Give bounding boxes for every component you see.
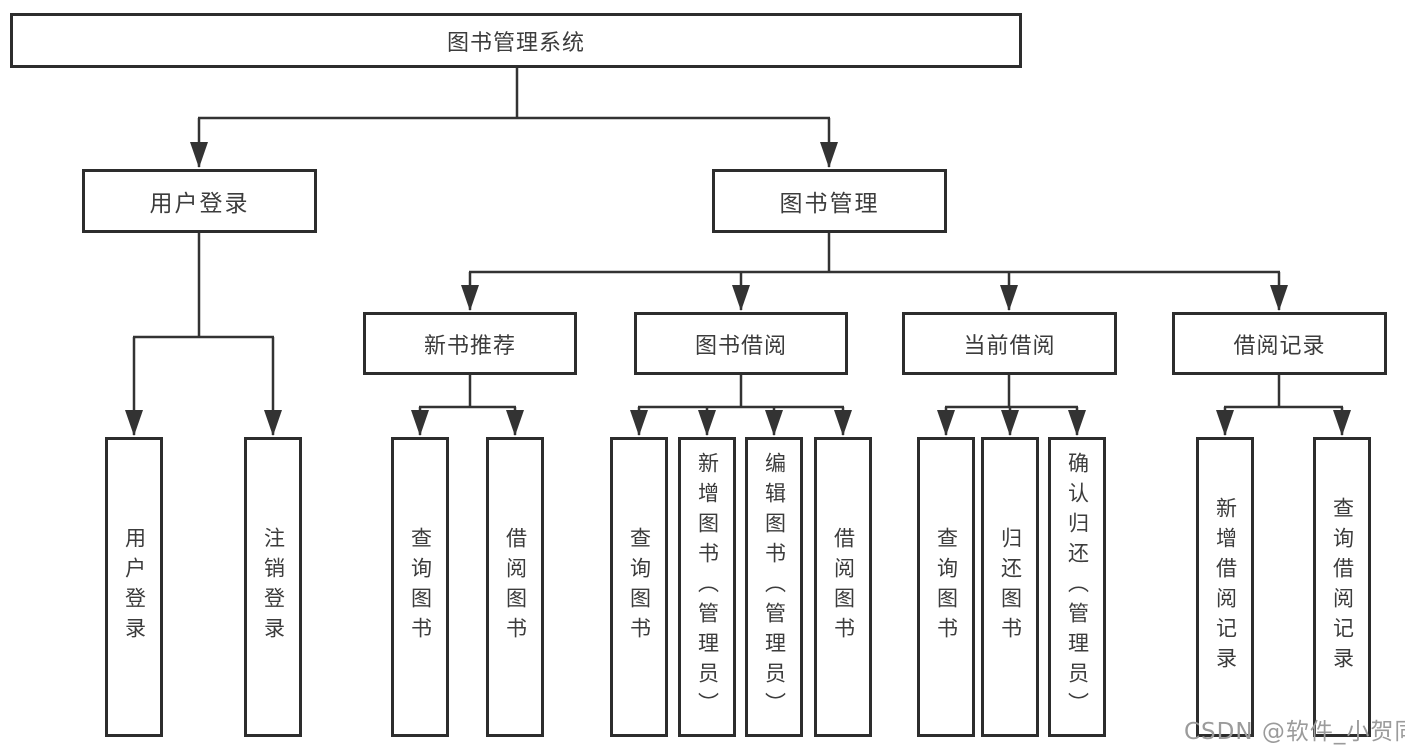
node-label: 图书借阅 bbox=[694, 333, 787, 359]
node-book-management: 图书管理 bbox=[712, 169, 947, 233]
node-new-book-recommend: 新书推荐 bbox=[363, 312, 577, 375]
node-label: 确认归还（管理员） bbox=[1065, 452, 1090, 722]
node-label: 查询图书 bbox=[408, 527, 433, 647]
node-label: 编辑图书（管理员） bbox=[762, 452, 787, 722]
node-label: 图书管理系统 bbox=[446, 30, 585, 56]
node-label: 借阅图书 bbox=[503, 527, 528, 647]
node-current-borrow: 当前借阅 bbox=[902, 312, 1117, 375]
node-book-borrow: 图书借阅 bbox=[634, 312, 848, 375]
node-label: 当前借阅 bbox=[963, 333, 1056, 359]
leaf-query-books-1: 查询图书 bbox=[391, 437, 449, 737]
node-label: 查询借阅记录 bbox=[1330, 497, 1355, 677]
leaf-query-books-2: 查询图书 bbox=[610, 437, 668, 737]
leaf-edit-books-admin: 编辑图书（管理员） bbox=[745, 437, 803, 737]
leaf-confirm-return-admin: 确认归还（管理员） bbox=[1048, 437, 1106, 737]
leaf-borrow-books-1: 借阅图书 bbox=[486, 437, 544, 737]
node-label: 归还图书 bbox=[998, 527, 1023, 647]
leaf-query-books-3: 查询图书 bbox=[917, 437, 975, 737]
node-label: 查询图书 bbox=[627, 527, 652, 647]
node-borrow-records: 借阅记录 bbox=[1172, 312, 1387, 375]
node-system-root: 图书管理系统 bbox=[10, 13, 1022, 68]
leaf-query-borrow-record: 查询借阅记录 bbox=[1313, 437, 1371, 737]
node-label: 用户登录 bbox=[122, 527, 147, 647]
node-label: 新增借阅记录 bbox=[1213, 497, 1238, 677]
node-label: 新增图书（管理员） bbox=[695, 452, 720, 722]
leaf-logout: 注销登录 bbox=[244, 437, 302, 737]
leaf-borrow-books-2: 借阅图书 bbox=[814, 437, 872, 737]
node-label: 用户登录 bbox=[149, 191, 250, 217]
node-label: 查询图书 bbox=[934, 527, 959, 647]
node-user-login: 用户登录 bbox=[82, 169, 317, 233]
node-label: 借阅记录 bbox=[1233, 333, 1326, 359]
leaf-add-borrow-record: 新增借阅记录 bbox=[1196, 437, 1254, 737]
node-label: 借阅图书 bbox=[831, 527, 856, 647]
leaf-add-books-admin: 新增图书（管理员） bbox=[678, 437, 736, 737]
node-label: 新书推荐 bbox=[423, 333, 516, 359]
leaf-user-login: 用户登录 bbox=[105, 437, 163, 737]
node-label: 图书管理 bbox=[779, 191, 880, 217]
leaf-return-books: 归还图书 bbox=[981, 437, 1039, 737]
watermark-text: CSDN @软件_小贺同学 bbox=[1184, 719, 1405, 745]
node-label: 注销登录 bbox=[261, 527, 286, 647]
